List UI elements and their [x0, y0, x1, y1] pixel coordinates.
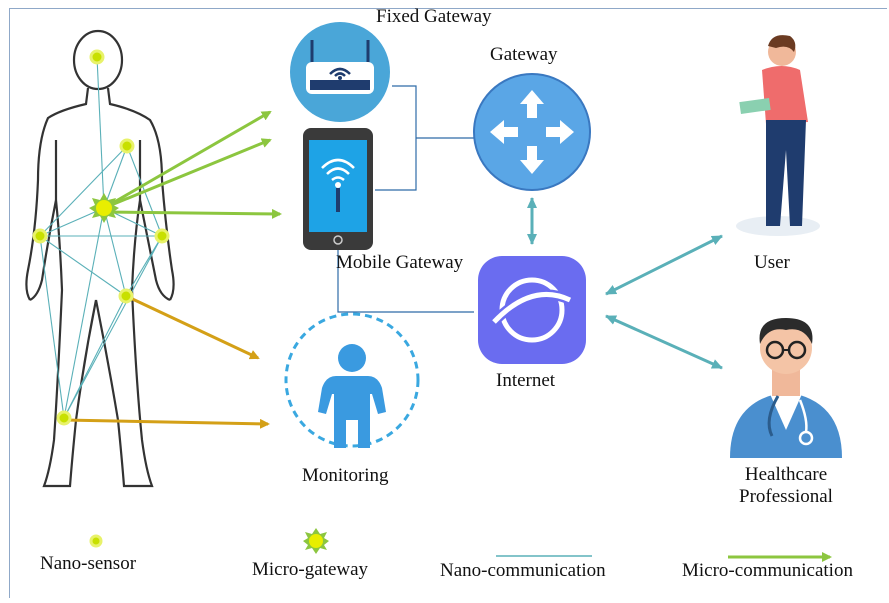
planet-icon — [478, 256, 586, 364]
person-monitor-icon — [284, 312, 420, 448]
legend-micro-gateway-icon — [303, 528, 329, 554]
nano-sensors — [32, 49, 170, 426]
internet-label: Internet — [496, 370, 556, 391]
micro-links — [63, 110, 282, 429]
nano-sensor — [118, 288, 134, 304]
legend-nano-sensor-icon — [89, 534, 103, 548]
router-arrows-icon — [473, 73, 591, 191]
healthcare-label-line1: Healthcare — [744, 464, 828, 485]
gateway-connectors — [337, 85, 474, 313]
monitoring-label: Monitoring — [302, 465, 389, 486]
legend-nano-communication-label: Nano-communication — [440, 560, 606, 581]
legend-micro-gateway-label: Micro-gateway — [252, 559, 369, 580]
diagram-frame — [9, 8, 887, 598]
router-icon — [290, 22, 390, 122]
healthcare-label-line2: Professional — [739, 485, 833, 507]
healthcare-professional-label: Healthcare Professional — [716, 464, 856, 508]
fixed-gateway-label: Fixed Gateway — [376, 6, 492, 27]
user-with-tablet-icon — [736, 35, 820, 236]
nano-sensor — [119, 138, 135, 154]
mobile-gateway-label: Mobile Gateway — [336, 252, 464, 273]
nano-sensor — [32, 228, 48, 244]
internet-user-link — [605, 234, 723, 296]
legend-micro-communication-label: Micro-communication — [682, 560, 853, 581]
micro-gateway-icon — [89, 193, 119, 223]
doctor-icon — [730, 318, 842, 458]
internet-healthcare-link — [605, 314, 723, 370]
human-body-outline — [25, 29, 175, 488]
nano-sensor — [56, 410, 72, 426]
nano-links-body — [39, 56, 163, 419]
smartphone-wifi-icon — [303, 128, 373, 250]
nano-sensor — [154, 228, 170, 244]
user-label: User — [754, 252, 790, 273]
gateway-label: Gateway — [490, 44, 558, 65]
legend-nano-sensor-label: Nano-sensor — [40, 553, 137, 574]
nano-sensor — [89, 49, 105, 65]
